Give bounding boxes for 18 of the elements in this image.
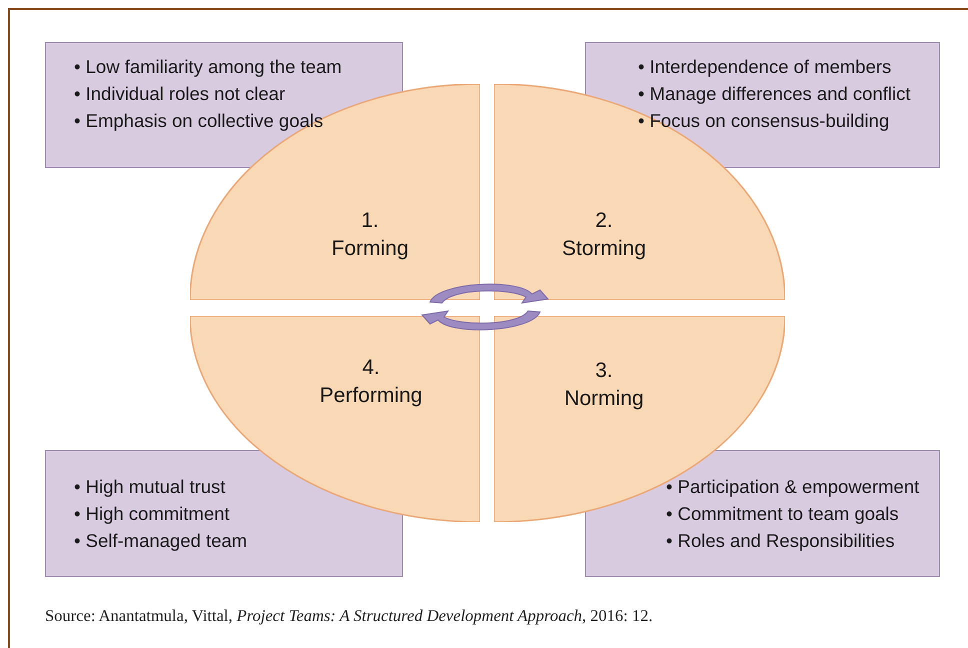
stage-label: 2. Storming bbox=[562, 208, 646, 262]
bullet-text: • Emphasis on collective goals bbox=[74, 109, 324, 133]
stage-label: 4. Performing bbox=[320, 355, 422, 409]
bullet-text: • Self-managed team bbox=[74, 529, 248, 553]
source-caption: Source: Anantatmula, Vittal, Project Teams: A Structured Development Approach, 2016: 12. bbox=[45, 606, 653, 626]
bullet-text: • Individual roles not clear bbox=[74, 82, 286, 106]
bullet-text: • Commitment to team goals bbox=[666, 502, 900, 526]
bullet-text: • Focus on consensus-building bbox=[638, 109, 890, 133]
bullet-text: • Roles and Responsibilities bbox=[666, 529, 896, 553]
stage-label: 1. Forming bbox=[332, 208, 408, 262]
bullet-text: • Participation & empowerment bbox=[666, 475, 920, 499]
bullet-text: • High mutual trust bbox=[74, 475, 226, 499]
bullet-text: • Manage differences and conflict bbox=[638, 82, 910, 106]
stage-label: 3. Norming bbox=[564, 358, 644, 412]
bullet-text: • Interdependence of members bbox=[638, 55, 892, 79]
bullet-text: • Low familiarity among the team bbox=[74, 55, 342, 79]
quadrant-shape bbox=[494, 316, 785, 522]
bullet-text: • High commitment bbox=[74, 502, 231, 526]
